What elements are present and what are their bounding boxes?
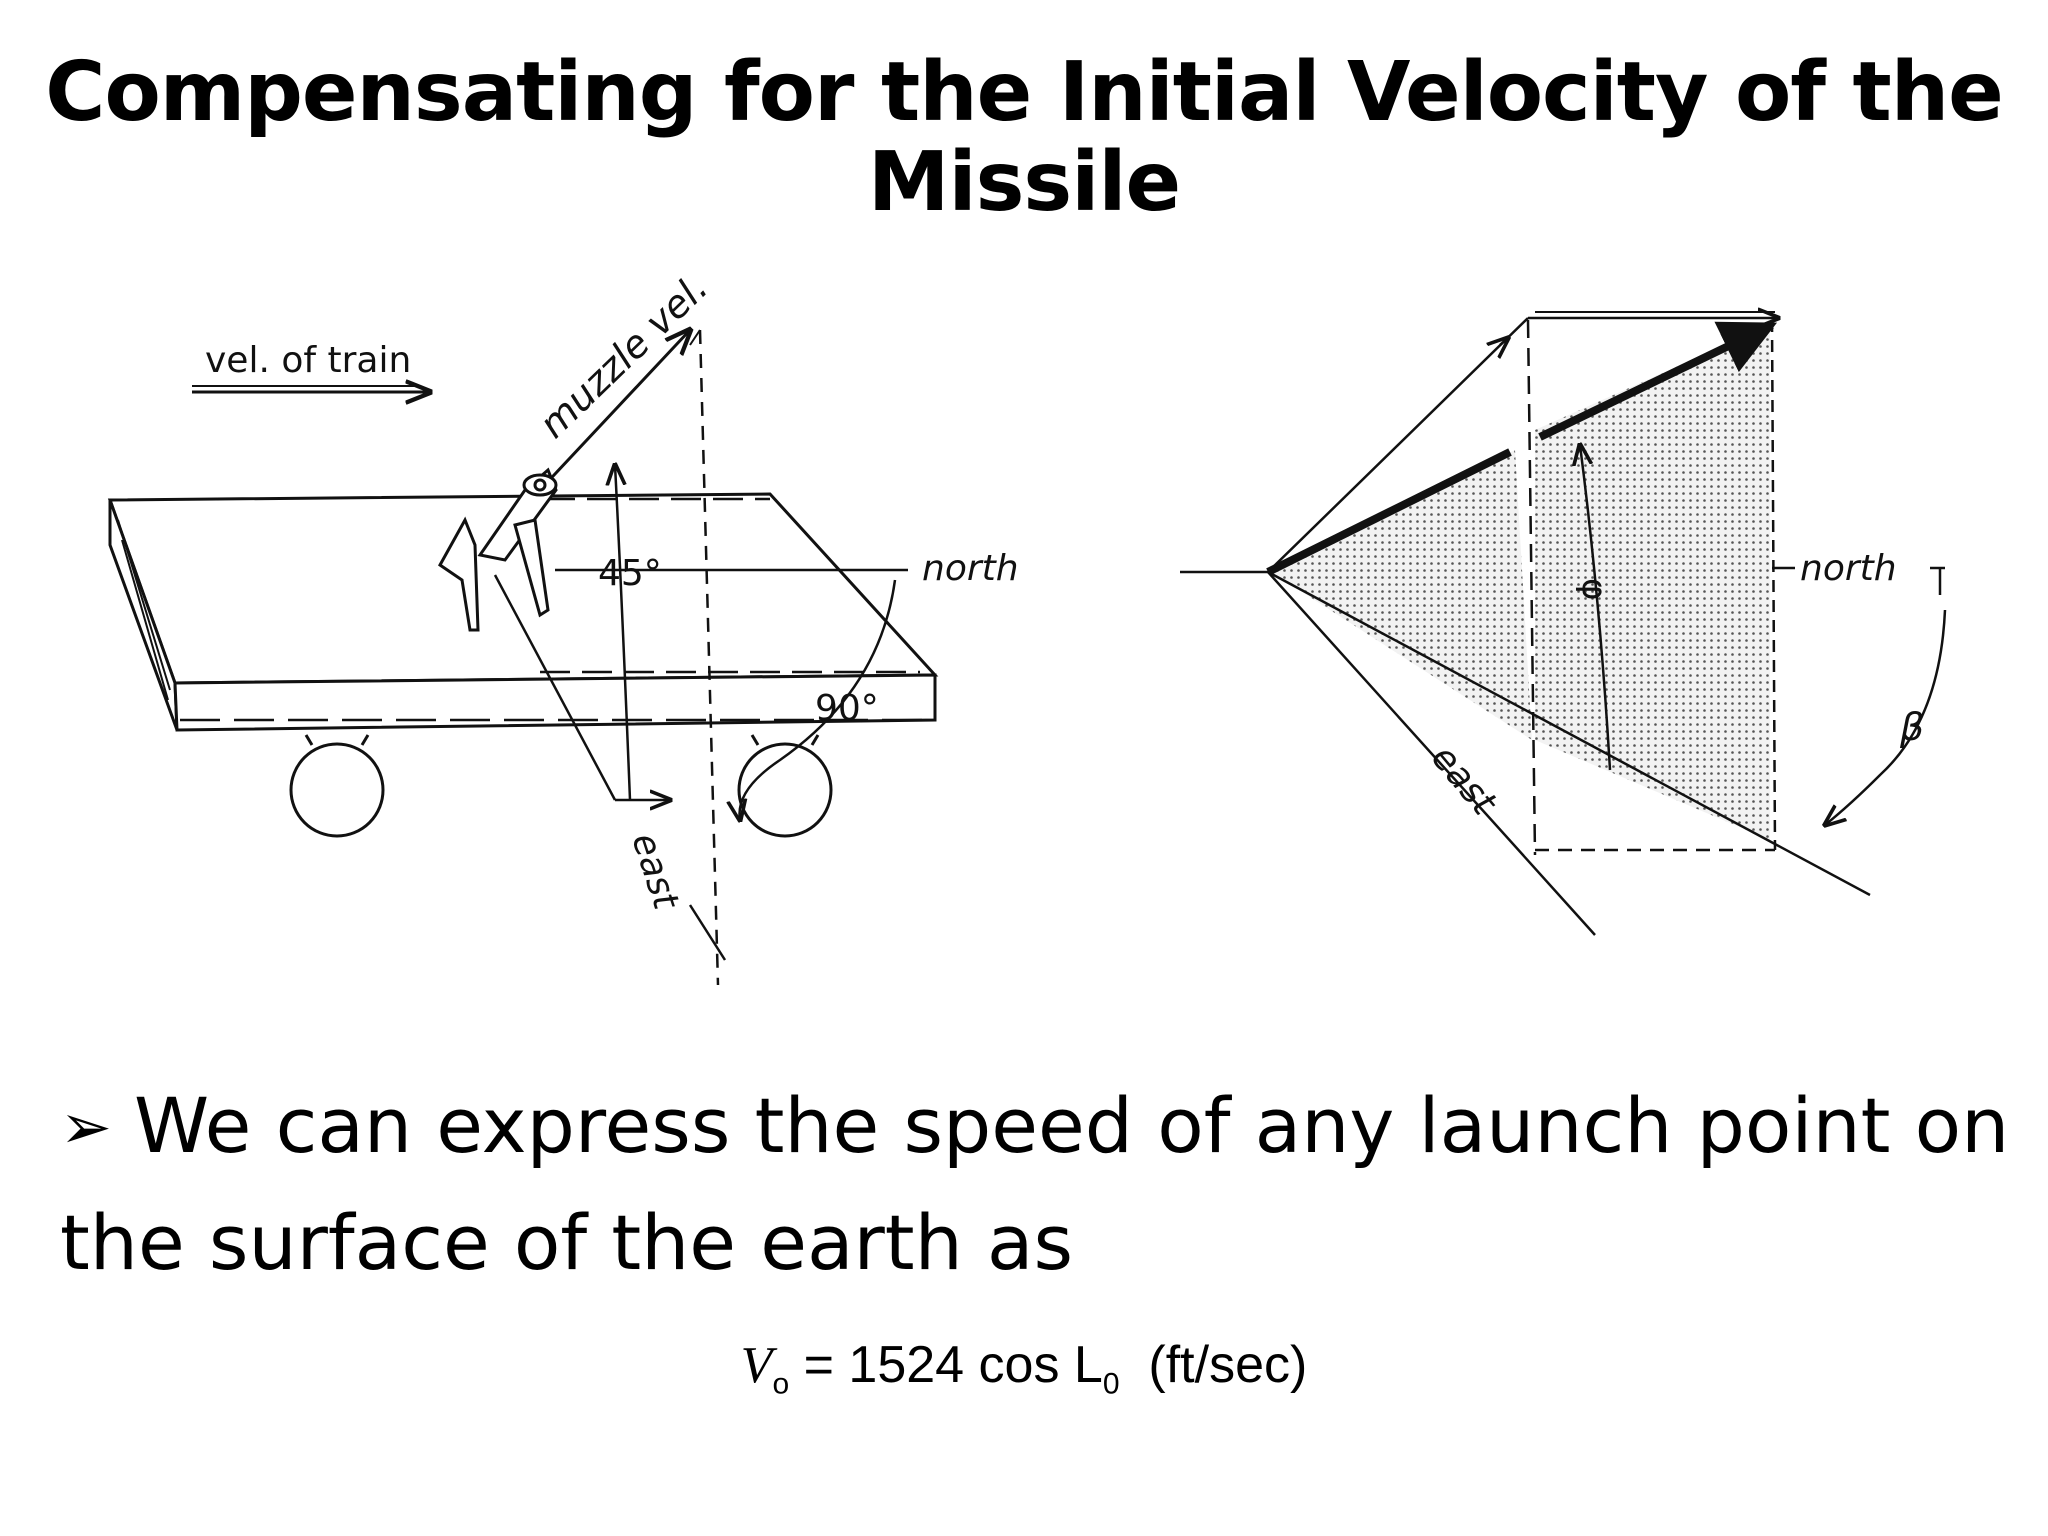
azimuth-arc: [740, 579, 897, 820]
muzzle-velocity-label: muzzle vel.: [531, 265, 717, 446]
east-line-left: [493, 574, 617, 801]
resultant-vector: [1266, 448, 1512, 576]
elevation-arc: [615, 465, 632, 801]
east-label-right: east: [1423, 737, 1505, 824]
formula-expression: = 1524 cos L: [803, 1336, 1103, 1394]
shaded-plane-near: [1268, 450, 1532, 740]
beta-arc: [1825, 609, 1947, 825]
azimuth-angle-label: 90°: [815, 688, 879, 729]
muzzle-velocity-arrow: [538, 330, 690, 492]
wheel-left: [289, 742, 385, 838]
wheel-right: [737, 742, 833, 838]
east-label-left: east: [623, 828, 686, 916]
north-label-left: north: [922, 548, 1019, 589]
train-diagram: [107, 329, 939, 986]
north-label-right: north: [1800, 548, 1897, 589]
train-velocity-label: vel. of train: [205, 340, 411, 381]
bullet-point: ➢We can express the speed of any launch …: [60, 1070, 2020, 1299]
bullet-marker: ➢: [60, 1090, 112, 1163]
beta-label: β: [1899, 705, 1924, 749]
vector-diagram: [1180, 312, 1947, 936]
vertical-plane-line: [698, 329, 720, 986]
launcher: [438, 467, 558, 632]
flatcar: [107, 492, 939, 732]
shaded-plane-far: [1535, 325, 1770, 840]
formula: Vo = 1524 cos L0 (ft/sec): [0, 1335, 2048, 1401]
formula-variable: V: [740, 1337, 773, 1394]
formula-units: (ft/sec): [1148, 1336, 1308, 1394]
slide-title: Compensating for the Initial Velocity of…: [45, 45, 2003, 231]
formula-expression-subscript: 0: [1102, 1367, 1120, 1401]
bullet-text: We can express the speed of any launch p…: [60, 1081, 2010, 1287]
formula-variable-subscript: o: [772, 1367, 790, 1401]
phi-label: φ: [1574, 578, 1614, 600]
phi-arc: [1580, 445, 1612, 771]
elevation-angle-label: 45°: [598, 553, 662, 594]
east-line-right: [1267, 571, 1596, 936]
